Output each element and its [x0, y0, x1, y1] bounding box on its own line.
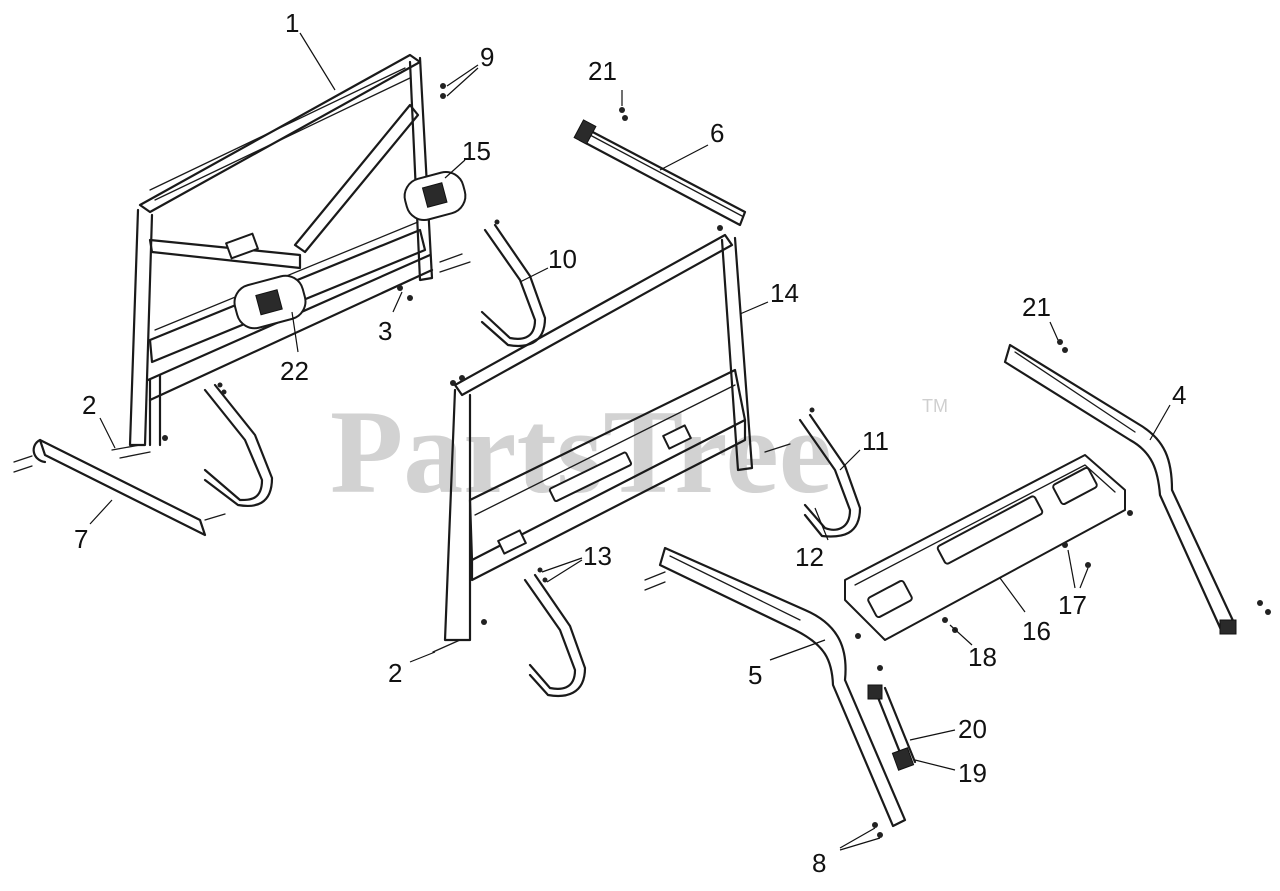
callout-5: 5 [748, 660, 762, 690]
callout-16: 16 [1022, 616, 1051, 646]
handle-left-part [203, 382, 274, 507]
rail-6-part [573, 107, 747, 227]
callout-9: 9 [480, 42, 494, 72]
callout-4: 4 [1172, 380, 1186, 410]
bolt-8 [872, 822, 883, 838]
callout-22: 22 [280, 356, 309, 386]
callout-21-right: 21 [1022, 292, 1051, 322]
lamp-left-part [233, 274, 307, 330]
callout-19: 19 [958, 758, 987, 788]
front-frame-part [128, 53, 434, 447]
rear-frame-14-part [443, 225, 754, 642]
bolt-2-middle [432, 619, 487, 653]
post-4-part [1003, 339, 1271, 635]
handle-13-part [523, 567, 587, 698]
handle-11-part [764, 407, 862, 538]
callout-8: 8 [812, 848, 826, 878]
bolt-17 [1062, 510, 1133, 568]
bolt-3 [397, 253, 471, 301]
callout-21-top: 21 [588, 56, 617, 86]
handle-10-part [480, 219, 547, 348]
callout-10: 10 [548, 244, 577, 274]
callout-18: 18 [968, 642, 997, 672]
callout-2-left: 2 [82, 390, 96, 420]
bolt-9 [440, 83, 446, 99]
callout-labels: 1 9 21 6 15 10 14 3 22 21 4 2 11 7 12 13… [74, 8, 1186, 878]
post-5-part [644, 546, 907, 828]
callout-13: 13 [583, 541, 612, 571]
bolt-2-left [111, 435, 168, 459]
watermark-text: PartsTree [330, 385, 832, 518]
watermark-trademark: TM [922, 396, 948, 416]
lamp-right-part [403, 170, 467, 222]
callout-6: 6 [710, 118, 724, 148]
callout-7: 7 [74, 524, 88, 554]
leader-lines [89, 32, 1171, 851]
strut-19-part [867, 684, 917, 771]
callout-2-middle: 2 [388, 658, 402, 688]
callout-3: 3 [378, 316, 392, 346]
panel-16-part [844, 454, 1126, 641]
callout-15: 15 [462, 136, 491, 166]
callout-17: 17 [1058, 590, 1087, 620]
callout-14: 14 [770, 278, 799, 308]
callout-11: 11 [862, 426, 889, 456]
bar-7-part [13, 438, 226, 537]
callout-20: 20 [958, 714, 987, 744]
callout-1: 1 [285, 8, 299, 38]
callout-12: 12 [795, 542, 824, 572]
